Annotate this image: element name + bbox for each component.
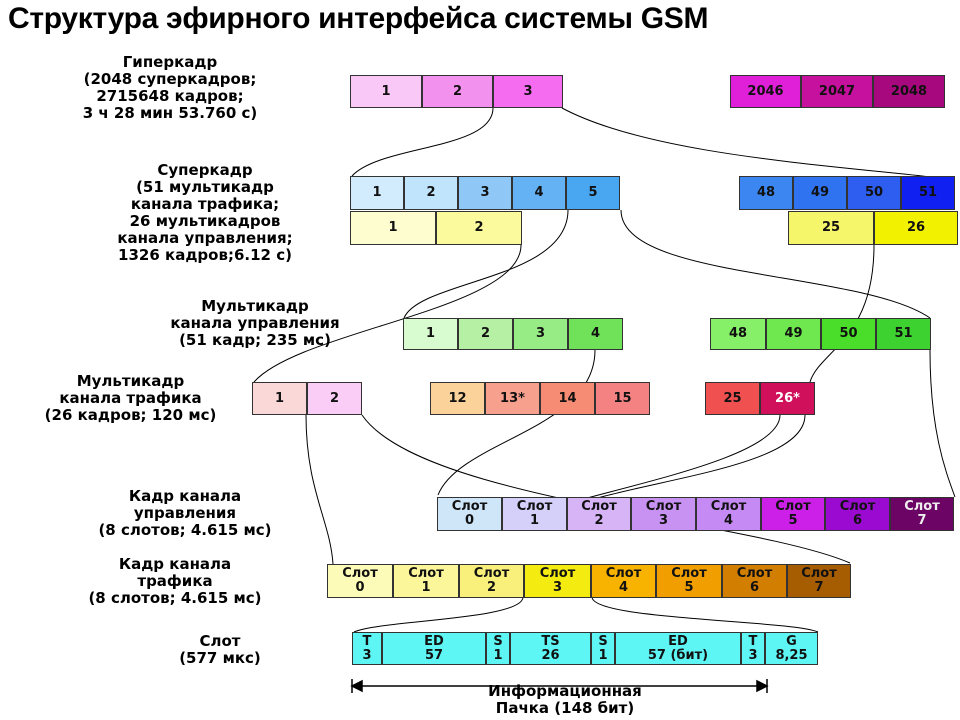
control-multiframe-row: 1 2 3 4 48 49 50 51 [403,318,931,350]
hyperframe-cell: 2048 [873,75,945,108]
traffic-frame-slot: Слот 4 [591,564,656,598]
control-frame-label: Кадр канала управления (8 слотов; 4.615 … [98,487,272,539]
control-multiframe-cell: 51 [876,318,931,350]
superframe-control-cell: 26 [874,211,958,245]
traffic-frame-row: Слот 0 Слот 1 Слот 2 Слот 3 Слот 4 Слот … [327,564,851,598]
slot-field: G 8,25 [765,632,818,665]
traffic-multiframe-cell: 15 [595,382,650,415]
hyperframe-row: 1 2 3 2046 2047 2048 [350,75,945,108]
superframe-traffic-cell: 5 [566,176,620,210]
slot-label: Слот (577 мкс) [179,632,261,667]
connector-control-mf-right [929,349,956,498]
control-frame-slot: Слот 3 [631,497,696,531]
superframe-traffic-row: 1 2 3 4 5 48 49 50 51 [350,176,955,210]
traffic-multiframe-row: 1 2 12 13* 14 15 25 26* [252,382,815,415]
connector-super-traffic-right [620,209,931,319]
slot-field: S 1 [486,632,510,665]
superframe-control-gap [522,211,788,245]
traffic-multiframe-gap [650,382,705,415]
traffic-frame-slot: Слот 2 [459,564,524,598]
hyperframe-cell: 1 [350,75,422,108]
superframe-control-row: 1 2 25 26 [350,211,958,245]
connector-traffic-mf-left [305,414,334,565]
connector-traffic-mf-right [361,414,851,564]
superframe-control-cell: 1 [350,211,436,245]
traffic-multiframe-cell: 1 [252,382,307,415]
hyperframe-cell: 2 [422,75,493,108]
traffic-multiframe-cell: 25 [705,382,760,415]
control-multiframe-cell: 48 [710,318,766,350]
traffic-multiframe-gap [362,382,430,415]
slot-field: TS 26 [510,632,591,665]
control-frame-slot: Слот 6 [825,497,890,531]
control-frame-slot: Слот 2 [567,497,631,531]
traffic-frame-label: Кадр канала трафика (8 слотов; 4.615 мс) [88,555,262,607]
hyperframe-gap [563,75,730,108]
traffic-multiframe-cell: 12 [430,382,485,415]
superframe-traffic-cell: 48 [739,176,793,210]
slot-field: S 1 [591,632,615,665]
control-multiframe-cell: 1 [403,318,458,350]
hyperframe-cell: 2047 [801,75,873,108]
traffic-multiframe-cell: 26* [760,382,815,415]
traffic-multiframe-label: Мультикадр канала трафика (26 кадров; 12… [44,372,217,424]
superframe-label: Суперкадр (51 мультикадр канала трафика;… [117,161,293,264]
superframe-traffic-cell: 2 [404,176,458,210]
traffic-frame-slot: Слот 3 [524,564,591,598]
superframe-traffic-cell: 1 [350,176,404,210]
superframe-traffic-cell: 49 [793,176,847,210]
control-frame-slot: Слот 4 [696,497,761,531]
traffic-multiframe-cell: 13* [485,382,540,415]
control-frame-slot: Слот 0 [437,497,502,531]
superframe-traffic-cell: 50 [847,176,901,210]
control-frame-slot: Слот 7 [890,497,954,531]
control-frame-row: Слот 0 Слот 1 Слот 2 Слот 3 Слот 4 Слот … [437,497,954,531]
superframe-control-cell: 25 [788,211,874,245]
traffic-frame-slot: Слот 6 [722,564,787,598]
hyperframe-cell: 3 [493,75,563,108]
info-packet-arrow-head-right [756,679,769,693]
traffic-frame-slot: Слот 1 [393,564,459,598]
connector-frame-left [353,596,524,633]
slot-field: T 3 [352,632,382,665]
superframe-traffic-gap [620,176,739,210]
hyperframe-label: Гиперкадр (2048 суперкадров; 2715648 кад… [82,53,258,122]
slot-field: T 3 [741,632,765,665]
info-packet-label: Информационная Пачка (148 бит) [488,682,642,717]
slot-row: T 3 ED 57 S 1 TS 26 S 1 ED 57 (бит) T 3 … [352,632,818,665]
control-multiframe-cell: 3 [513,318,568,350]
traffic-frame-slot: Слот 7 [787,564,851,598]
traffic-multiframe-cell: 14 [540,382,595,415]
connector-frame-right [591,596,819,633]
page-title: Структура эфирного интерфейса системы GS… [8,2,709,35]
connector-hyper-right [561,107,941,179]
control-multiframe-cell: 2 [458,318,513,350]
connector-26-a [561,414,806,511]
control-multiframe-gap [623,318,710,350]
connector-super-traffic-left [403,209,569,319]
superframe-traffic-cell: 3 [458,176,512,210]
connector-control-mf-left [437,349,596,496]
slot-field: ED 57 [382,632,486,665]
connector-hyper-left [351,107,494,177]
control-multiframe-cell: 50 [821,318,876,350]
traffic-multiframe-cell: 2 [307,382,362,415]
connector-super-control-right [809,244,875,383]
info-packet-arrow-head-left [350,679,363,693]
superframe-traffic-cell: 4 [512,176,566,210]
control-frame-slot: Слот 1 [502,497,567,531]
control-multiframe-cell: 49 [766,318,821,350]
traffic-frame-slot: Слот 5 [656,564,722,598]
superframe-traffic-cell: 51 [901,176,955,210]
traffic-frame-slot: Слот 0 [327,564,393,598]
control-frame-slot: Слот 5 [761,497,825,531]
slot-field: ED 57 (бит) [615,632,741,665]
hyperframe-cell: 2046 [730,75,801,108]
control-multiframe-label: Мультикадр канала управления (51 кадр; 2… [170,297,340,349]
control-multiframe-cell: 4 [568,318,623,350]
superframe-control-cell: 2 [436,211,522,245]
